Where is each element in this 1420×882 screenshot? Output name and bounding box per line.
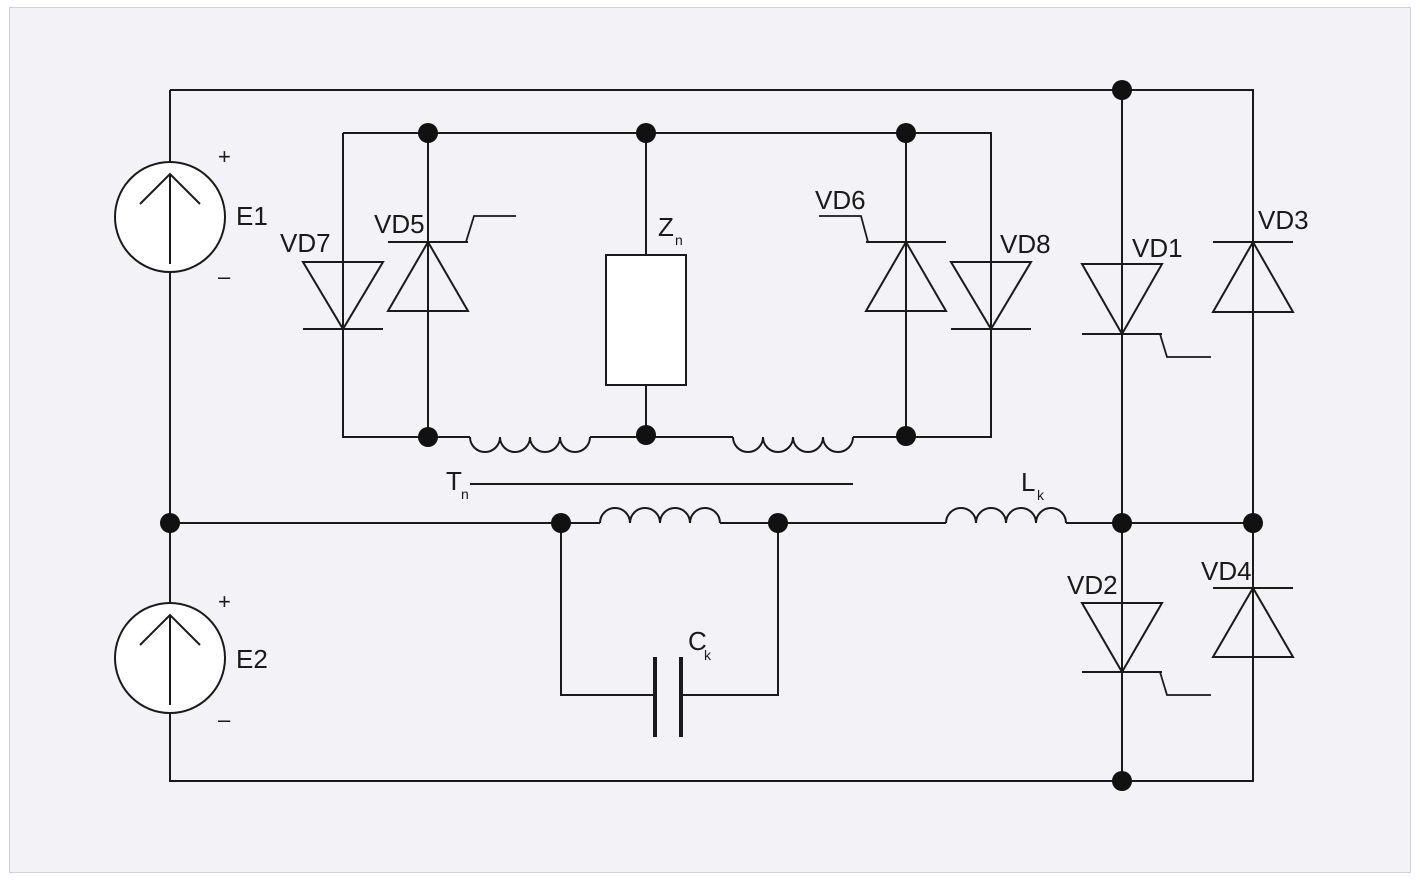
diode-vd4-triangle <box>1211 586 1295 658</box>
junction-dot <box>418 123 438 143</box>
vd5-label: VD5 <box>374 209 425 239</box>
source-e2: + – E2 <box>114 589 268 732</box>
capacitor-ck: C k <box>560 523 779 737</box>
transformer-label: T <box>446 466 462 496</box>
diode-vd4: VD4 <box>1201 556 1295 658</box>
junction-dot <box>636 123 656 143</box>
vd1-gate-lead <box>1146 333 1211 358</box>
diode-vd1: VD1 <box>1080 233 1211 358</box>
e2-minus-sign: – <box>218 707 231 732</box>
load-resistor-box <box>605 254 687 386</box>
capacitor-wires <box>560 523 779 696</box>
diode-vd3: VD3 <box>1211 205 1309 313</box>
e1-plus-sign: + <box>218 144 231 169</box>
vd2-gate-lead <box>1146 671 1211 696</box>
e1-label: E1 <box>236 201 268 231</box>
load-label: Z <box>658 212 674 242</box>
junction-dot <box>896 426 916 446</box>
diagram-frame <box>9 7 1411 873</box>
transformer-primary-winding <box>599 507 721 524</box>
diode-vd5-triangle <box>386 240 470 312</box>
junction-dot <box>636 425 656 445</box>
junction-dot <box>896 123 916 143</box>
bottom-bus <box>169 523 1254 782</box>
diode-vd3-triangle <box>1211 239 1295 313</box>
vd3-label: VD3 <box>1258 205 1309 235</box>
transformer-tn: T n <box>446 436 854 524</box>
inner-left-wire <box>342 133 470 438</box>
junction-dot <box>1112 513 1132 533</box>
arrow-up-icon <box>139 613 201 705</box>
arrow-up-icon <box>139 172 201 264</box>
vd8-label: VD8 <box>1000 229 1051 259</box>
diode-vd6-triangle <box>864 240 948 312</box>
diode-vd2: VD2 <box>1067 570 1211 696</box>
junction-dot <box>1243 513 1263 533</box>
capacitor-label-sub: k <box>704 647 712 663</box>
vd4-label: VD4 <box>1201 556 1252 586</box>
vd5-gate-lead <box>452 215 516 243</box>
transformer-winding-left <box>469 436 591 453</box>
diode-vd8: VD8 <box>949 229 1051 331</box>
diode-vd5: VD5 <box>374 209 516 312</box>
source-e1: + – E1 <box>114 144 268 289</box>
vd6-gate-lead <box>819 215 882 243</box>
inductor-lk: L k <box>945 467 1067 524</box>
vd1-label: VD1 <box>1132 233 1183 263</box>
capacitor-label: C <box>688 626 707 656</box>
junction-dot <box>418 427 438 447</box>
diode-vd1-triangle <box>1080 263 1164 337</box>
junction-dot <box>1112 771 1132 791</box>
capacitor-plates <box>653 657 683 737</box>
load-label-sub: n <box>675 232 683 248</box>
load-zn: Z n <box>605 212 687 386</box>
vd6-label: VD6 <box>815 185 866 215</box>
inner-block-wires <box>342 132 992 438</box>
e2-plus-sign: + <box>218 589 231 614</box>
e1-minus-sign: – <box>218 264 231 289</box>
e2-label: E2 <box>236 644 268 674</box>
transformer-winding-right <box>732 436 854 453</box>
diode-vd7-triangle <box>301 261 385 331</box>
diode-vd8-triangle <box>949 261 1033 331</box>
junctions <box>160 80 1263 791</box>
junction-dot <box>1112 80 1132 100</box>
diode-vd6: VD6 <box>815 185 948 312</box>
inner-top-wire <box>343 132 992 438</box>
inductor-coil <box>945 507 1067 524</box>
inductor-label-sub: k <box>1037 487 1045 503</box>
transformer-label-sub: n <box>461 486 469 502</box>
outer-wires <box>169 89 1254 782</box>
vd2-label: VD2 <box>1067 570 1118 600</box>
diode-vd7: VD7 <box>280 228 385 331</box>
inductor-label: L <box>1021 467 1035 497</box>
junction-dot <box>160 513 180 533</box>
junction-dot <box>768 513 788 533</box>
junction-dot <box>551 513 571 533</box>
diode-vd2-triangle <box>1080 602 1164 674</box>
vd7-label: VD7 <box>280 228 331 258</box>
top-bus <box>170 89 1254 523</box>
